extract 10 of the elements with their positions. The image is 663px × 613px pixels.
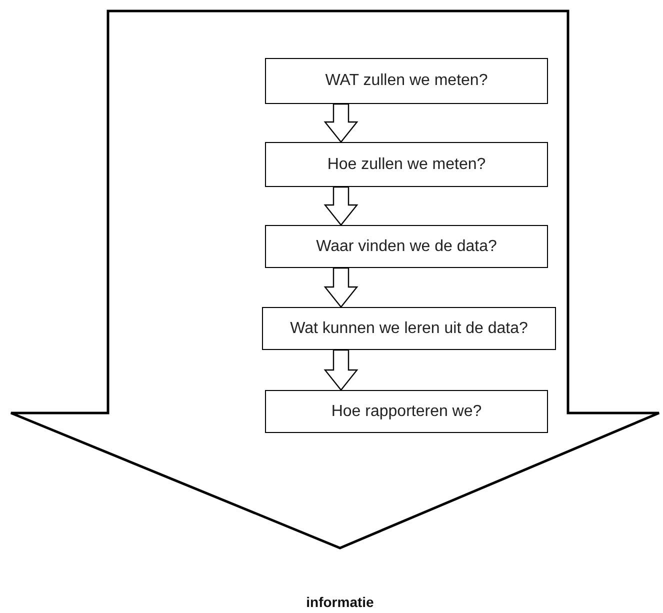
process-box: Waar vinden we de data? [265,225,548,268]
process-box: Hoe rapporteren we? [265,390,548,433]
block-arrow [324,103,358,143]
process-box: WAT zullen we meten? [265,58,548,104]
output-label: informatie [306,594,374,610]
process-box: Hoe zullen we meten? [265,142,548,187]
process-box: Wat kunnen we leren uit de data? [262,307,556,350]
block-arrow [324,186,358,226]
block-arrow [324,349,358,391]
block-arrow [324,267,358,308]
